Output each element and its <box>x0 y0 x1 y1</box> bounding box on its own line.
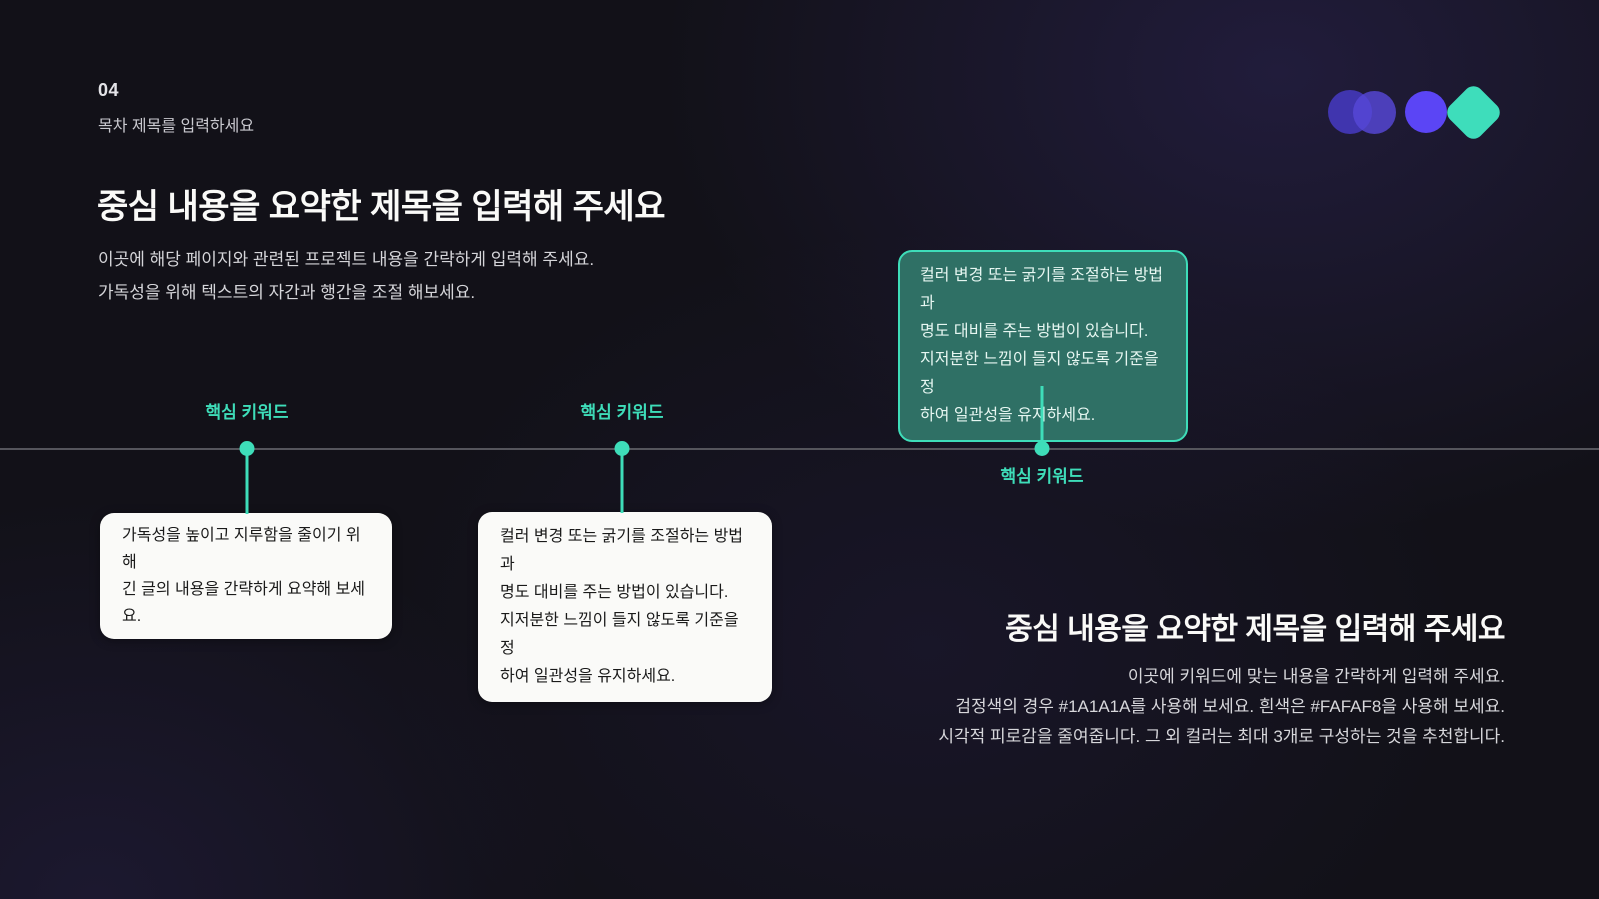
main-title: 중심 내용을 요약한 제목을 입력해 주세요 <box>97 188 666 226</box>
keyword-label-1: 핵심 키워드 <box>205 403 289 422</box>
page-number: 04 <box>98 80 120 100</box>
note-card-2: 컬러 변경 또는 굵기를 조절하는 방법과 명도 대비를 주는 방법이 있습니다… <box>478 512 772 702</box>
timeline-connector-3 <box>1040 386 1044 449</box>
timeline-connector-1 <box>245 449 249 514</box>
deco-diamond-icon <box>1443 82 1504 143</box>
deco-circle-3-icon <box>1405 91 1447 133</box>
keyword-label-2: 핵심 키워드 <box>580 403 664 422</box>
timeline-connector-2 <box>620 449 624 513</box>
keyword-label-3: 핵심 키워드 <box>1000 467 1084 486</box>
detail-section: 중심 내용을 요약한 제목을 입력해 주세요 이곳에 키워드에 맞는 내용을 간… <box>938 610 1505 752</box>
detail-description: 이곳에 키워드에 맞는 내용을 간략하게 입력해 주세요. 검정색의 경우 #1… <box>938 667 1505 746</box>
timeline-line <box>0 448 1599 450</box>
detail-title: 중심 내용을 요약한 제목을 입력해 주세요 <box>1005 613 1505 646</box>
timeline-dot-2 <box>614 441 630 456</box>
note-card-1: 가독성을 높이고 지루함을 줄이기 위해 긴 글의 내용을 간략하게 요약해 보… <box>100 513 392 639</box>
timeline-dot-1 <box>239 441 255 456</box>
toc-title: 목차 제목를 입력하세요 <box>98 118 255 135</box>
deco-circle-2-icon <box>1353 91 1396 134</box>
intro-description: 이곳에 해당 페이지와 관련된 프로젝트 내용을 간략하게 입력해 주세요. 가… <box>98 250 595 302</box>
timeline-dot-3 <box>1034 441 1050 456</box>
